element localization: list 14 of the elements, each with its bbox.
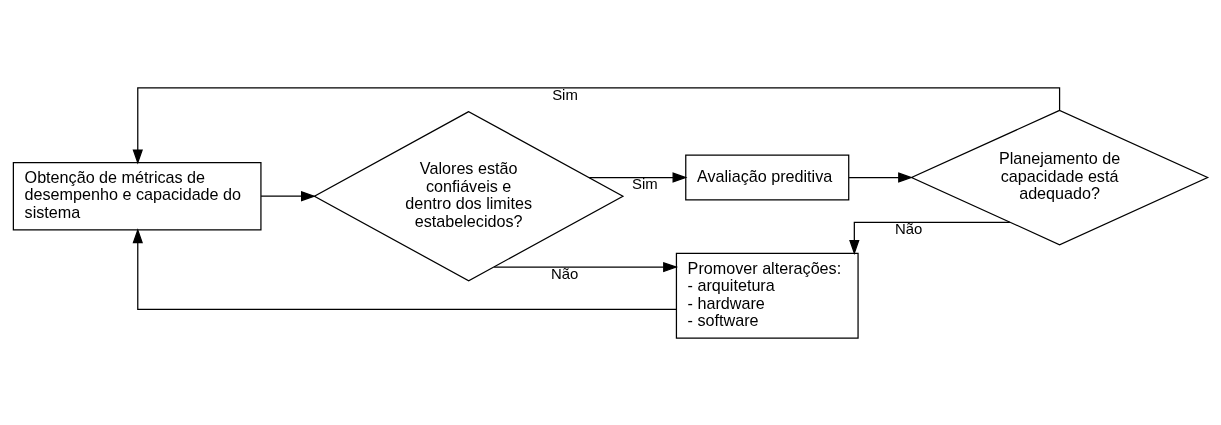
edge-label: Não (895, 219, 923, 237)
arrow (132, 86, 1061, 164)
node-box: Promover alterações: - arquitetura - hardware - software (675, 252, 859, 339)
edge-label: Sim (632, 174, 658, 192)
edge-label: Não (550, 264, 579, 282)
arrow (132, 227, 677, 310)
node-box: Obtenção de métricas de desempenho e capacidade do sistema (12, 161, 262, 230)
arrow (849, 221, 1011, 255)
arrow (260, 190, 316, 201)
arrow (848, 171, 914, 183)
edge-label: Sim (552, 85, 578, 103)
arrow (588, 171, 688, 183)
arrow (493, 261, 679, 272)
node-box: Avaliação preditiva (685, 154, 850, 201)
